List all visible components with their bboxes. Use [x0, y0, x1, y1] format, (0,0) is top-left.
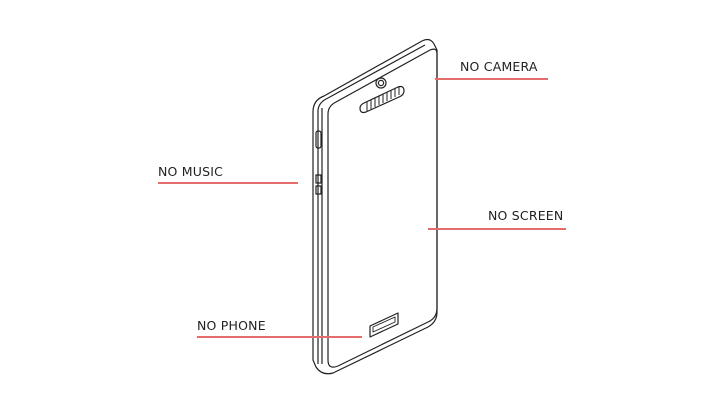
camera-label: NO CAMERA [460, 59, 538, 74]
screen-leader-line [428, 228, 566, 230]
volume-down-button-icon [315, 185, 322, 195]
volume-up-button-icon [315, 174, 322, 184]
screen-label: NO SCREEN [488, 208, 564, 223]
camera-leader-line [435, 78, 548, 80]
phone-front-face [327, 48, 438, 368]
camera-icon [375, 77, 387, 89]
music-leader-line [158, 182, 298, 184]
speaker-grille-icon [359, 85, 405, 114]
phone-label: NO PHONE [197, 318, 266, 333]
phone-leader-line [197, 336, 362, 338]
music-label: NO MUSIC [158, 164, 224, 179]
home-button-icon [369, 312, 399, 338]
power-button-icon [315, 130, 322, 149]
